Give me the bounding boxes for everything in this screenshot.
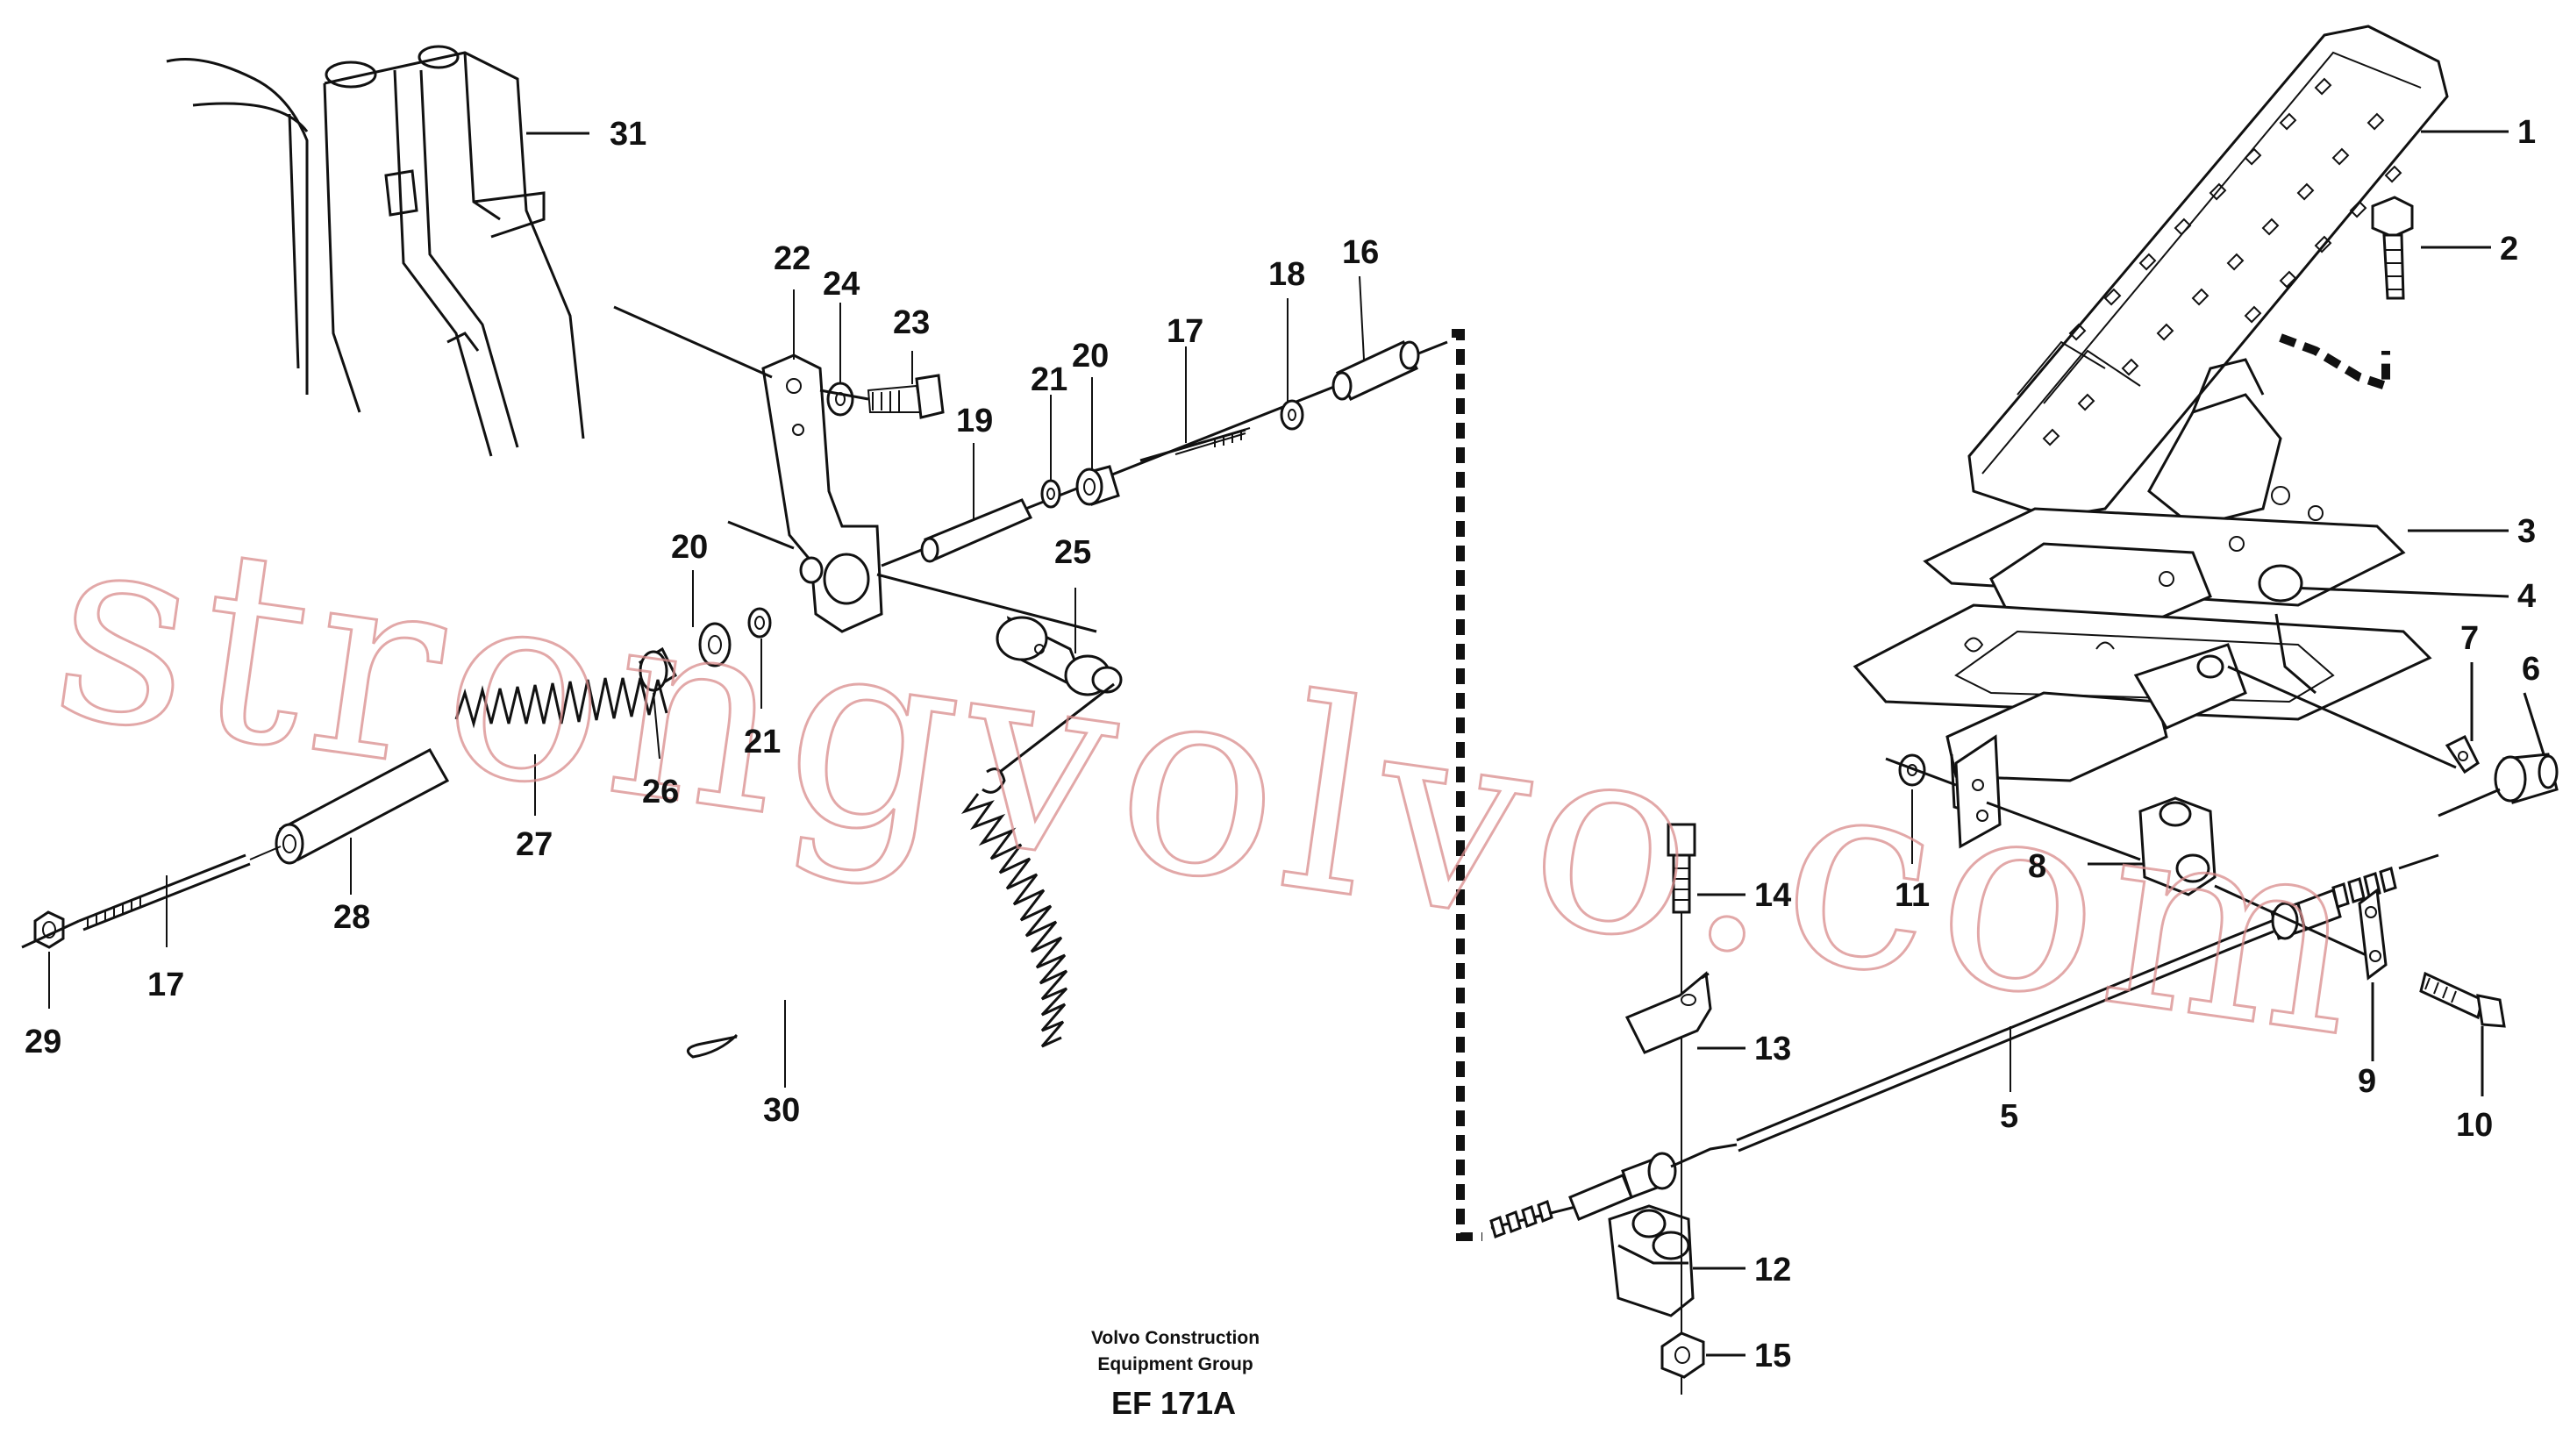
cable-part-5 [1489, 853, 2439, 1239]
tube-part-19 [920, 498, 1033, 563]
cable-routing-dashed [1452, 329, 2390, 1241]
sleeve-part-16 [1331, 340, 1420, 401]
figure-code: EF 171A [1111, 1385, 1236, 1421]
callout-22: 22 [774, 240, 810, 277]
bolt-part-23 [819, 374, 945, 419]
callout-11: 11 [1895, 877, 1930, 914]
callout-8: 8 [2028, 848, 2046, 885]
callout-29: 29 [25, 1024, 61, 1060]
callout-30: 30 [763, 1092, 800, 1129]
spacer-part-20-upper [1075, 465, 1120, 506]
callout-1: 1 [2517, 114, 2536, 151]
washer-part-18 [1280, 399, 1304, 431]
callout-2: 2 [2500, 231, 2518, 268]
spring-part-27 [454, 677, 668, 729]
washer-part-11 [1885, 753, 1957, 787]
bracket-part-13 [1624, 971, 1745, 1054]
callout-21-upper: 21 [1031, 361, 1067, 398]
callout-18: 18 [1268, 256, 1305, 293]
spring-part-30 [686, 767, 1068, 1059]
callout-labels: 1 2 3 4 5 6 7 8 9 10 11 12 13 14 15 16 1… [25, 114, 2540, 1374]
clamp-part-8 [2088, 796, 2369, 958]
caption-line-1: Volvo Construction [1091, 1328, 1260, 1348]
callout-17-lower: 17 [147, 967, 184, 1003]
callout-28: 28 [333, 899, 370, 936]
callout-23: 23 [893, 304, 930, 341]
rod-part-17-lower [78, 846, 282, 931]
callout-17-upper: 17 [1167, 313, 1203, 350]
gasket-part-4 [1853, 586, 2509, 721]
callout-5: 5 [2000, 1098, 2018, 1135]
lever-bracket-part-22 [613, 305, 883, 633]
spring-seat-part-26 [639, 646, 677, 692]
pin-part-28 [275, 747, 450, 865]
plate-part-9 [2358, 888, 2388, 1061]
washer-part-24 [826, 382, 854, 417]
callout-3: 3 [2517, 513, 2536, 550]
callout-9: 9 [2358, 1063, 2376, 1100]
callout-15: 15 [1754, 1338, 1791, 1374]
pedal-linkage-body [1945, 564, 2457, 817]
spacer-part-20-lower [698, 622, 732, 667]
clip-part-7 [2445, 662, 2480, 774]
callout-26: 26 [642, 774, 679, 810]
knob-part-6 [2438, 692, 2559, 817]
callout-31: 31 [610, 116, 646, 153]
callout-20-upper: 20 [1072, 338, 1109, 375]
callout-24: 24 [823, 266, 860, 303]
callout-20-lower: 20 [671, 529, 708, 566]
washer-part-21-lower [747, 607, 772, 639]
diagram-caption: Volvo Construction Equipment Group EF 17… [1091, 1328, 1260, 1421]
callout-21-lower: 21 [744, 724, 781, 760]
rod-part-17-upper [1139, 427, 1251, 462]
callout-6: 6 [2522, 651, 2540, 688]
callout-10: 10 [2456, 1107, 2493, 1144]
bolt-part-2 [2371, 196, 2491, 300]
caption-line-2: Equipment Group [1097, 1354, 1253, 1374]
callout-25: 25 [1054, 534, 1091, 571]
washer-part-21-upper [1040, 479, 1061, 509]
cab-frame-part-31 [166, 45, 589, 457]
callout-19: 19 [956, 403, 993, 439]
callout-4: 4 [2517, 578, 2536, 615]
cable-bracket [1954, 734, 2141, 861]
callout-7: 7 [2460, 620, 2479, 657]
callout-13: 13 [1754, 1031, 1791, 1067]
callout-12: 12 [1754, 1252, 1791, 1288]
bolt-part-10 [2419, 971, 2506, 1096]
nut-part-29 [21, 910, 80, 949]
leader-lines [48, 275, 2011, 1092]
callout-27: 27 [516, 826, 553, 863]
callout-16: 16 [1342, 234, 1379, 271]
nut-part-15 [1660, 1331, 1745, 1379]
pedal-part-1 [1967, 25, 2509, 528]
clamp-part-12 [1608, 1204, 1745, 1317]
callout-14: 14 [1754, 877, 1791, 914]
pivot-pin-part-25 [996, 616, 1123, 696]
spring-hook-line [999, 682, 1115, 774]
